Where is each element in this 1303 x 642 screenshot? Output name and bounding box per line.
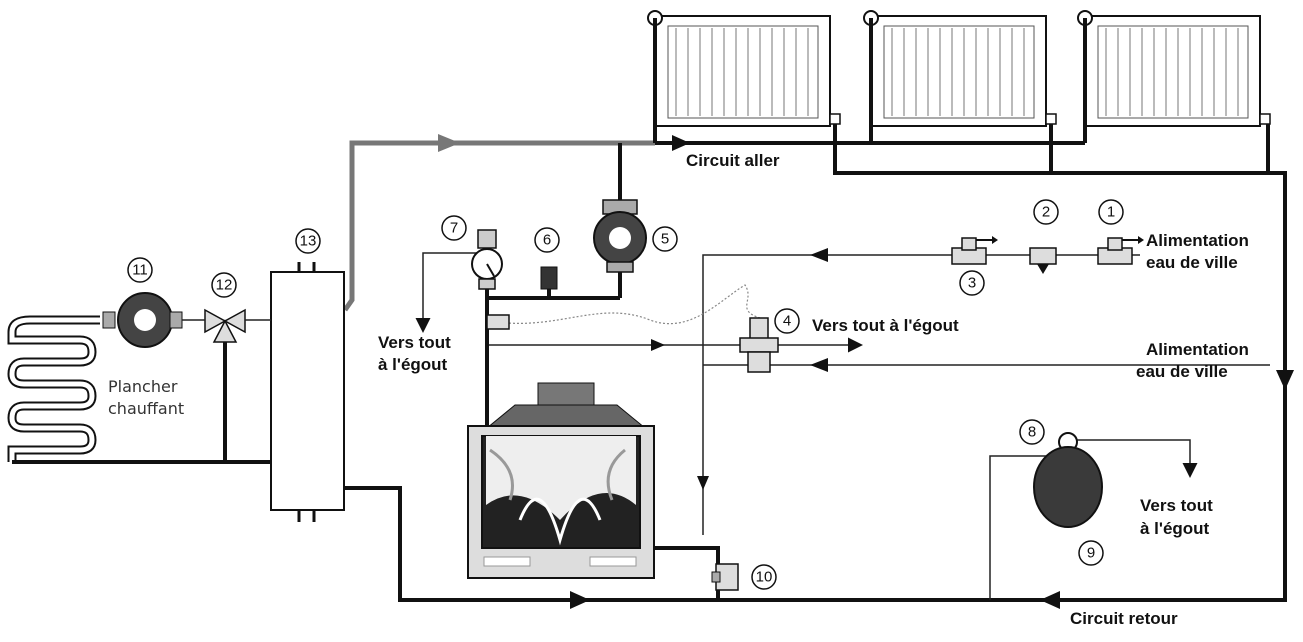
label-alimentation-1b: eau de ville — [1146, 253, 1238, 272]
marker-11: 11 — [132, 262, 148, 279]
thermal-valve-4 — [739, 317, 779, 373]
sensor-6 — [540, 266, 558, 298]
label-alimentation-2b: eau de ville — [1136, 362, 1228, 381]
marker-6: 6 — [543, 232, 551, 249]
marker-8: 8 — [1028, 424, 1036, 441]
marker-9: 9 — [1087, 545, 1095, 562]
markers: 1 2 3 4 5 6 7 8 9 10 11 12 13 — [127, 199, 1124, 590]
label-egout-left-b: à l'égout — [378, 355, 448, 374]
marker-13: 13 — [300, 233, 317, 250]
marker-12: 12 — [216, 277, 233, 294]
floor-heating-coil — [7, 315, 100, 462]
supply-pipes — [342, 18, 1087, 312]
marker-2: 2 — [1042, 204, 1050, 221]
floor-heating-pipes — [12, 319, 271, 464]
tap-1 — [1097, 236, 1144, 265]
three-way-valve-12 — [204, 308, 246, 343]
radiator-2 — [863, 10, 1057, 127]
pump-5 — [593, 199, 647, 298]
label-plancher-a: Plancher — [108, 377, 178, 396]
label-circuit-retour: Circuit retour — [1070, 609, 1178, 628]
label-egout-right-b: à l'égout — [1140, 519, 1210, 538]
check-valve-2 — [1029, 247, 1057, 274]
label-alimentation-1a: Alimentation — [1146, 231, 1249, 250]
tap-3 — [951, 236, 998, 265]
gauge-7 — [471, 229, 620, 425]
expansion-tank-9 — [1033, 432, 1103, 528]
pump-11 — [102, 292, 183, 348]
marker-1: 1 — [1107, 204, 1115, 221]
label-egout-right-a: Vers tout — [1140, 496, 1213, 515]
water-supply-lines — [415, 248, 1270, 600]
fireplace — [467, 382, 655, 579]
marker-10: 10 — [756, 569, 773, 586]
separator-13 — [270, 262, 345, 522]
marker-3: 3 — [968, 275, 976, 292]
label-egout-left-a: Vers tout — [378, 333, 451, 352]
label-egout-middle: Vers tout à l'égout — [812, 316, 959, 335]
valve-10 — [711, 563, 739, 591]
label-plancher-b: chauffant — [108, 399, 184, 418]
radiator-3 — [1077, 10, 1271, 127]
marker-7: 7 — [450, 220, 458, 237]
label-alimentation-2a: Alimentation — [1146, 340, 1249, 359]
marker-4: 4 — [783, 313, 791, 330]
label-circuit-aller: Circuit aller — [686, 151, 780, 170]
marker-5: 5 — [661, 231, 669, 248]
text-labels: Circuit aller Circuit retour Alimentatio… — [108, 151, 1249, 628]
radiator-1 — [647, 10, 841, 127]
